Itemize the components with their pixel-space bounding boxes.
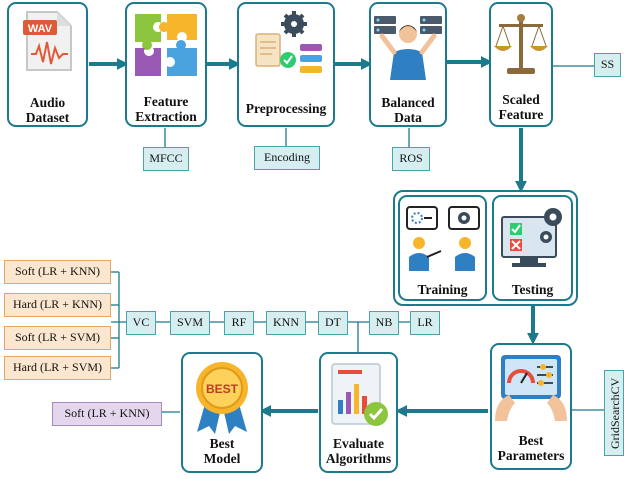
testing-label: Testing [511,282,554,297]
algorithm-rf: RF [224,311,254,335]
svg-text:BEST: BEST [206,382,239,396]
algorithm-svm: SVM [170,311,210,335]
testing-node: Testing [492,195,573,301]
wav-file-icon: WAV [22,11,72,71]
voting-variant: Soft (LR + SVM) [4,326,111,350]
encoding-tag: Encoding [254,146,320,170]
algorithm-nb: NB [369,311,399,335]
algorithm-dt: DT [318,311,348,335]
algorithm-vc: VC [126,311,156,335]
ros-tag: ROS [392,147,430,171]
person-servers-icon [374,16,442,80]
training-testing-group [393,190,578,306]
process-gears-icon [255,11,322,73]
ss-tag: SS [594,53,621,77]
voting-variant: Soft (LR + KNN) [4,260,111,284]
puzzle-icon [135,14,197,76]
training-label: Training [417,282,468,297]
preprocessing-label: Preprocessing [245,101,327,116]
preprocessing-node: Preprocessing [237,2,335,127]
training-node: Training [398,195,487,301]
final-model-tag: Soft (LR + KNN) [52,402,162,426]
svg-text:WAV: WAV [27,23,52,35]
testing-monitor-icon [500,208,562,267]
parameters-tablet-icon [495,355,567,421]
best-badge-icon: BEST [196,362,248,434]
algorithm-lr: LR [410,311,440,335]
evaluation-chart-icon [330,363,388,426]
gridsearchcv-tag: GridSearchCV [604,370,624,456]
algorithm-knn: KNN [266,311,306,335]
training-people-icon [405,206,480,271]
voting-variant: Hard (LR + KNN) [4,293,111,317]
balance-scale-icon [494,14,548,74]
voting-variant: Hard (LR + SVM) [4,356,111,380]
mfcc-tag: MFCC [143,147,189,171]
